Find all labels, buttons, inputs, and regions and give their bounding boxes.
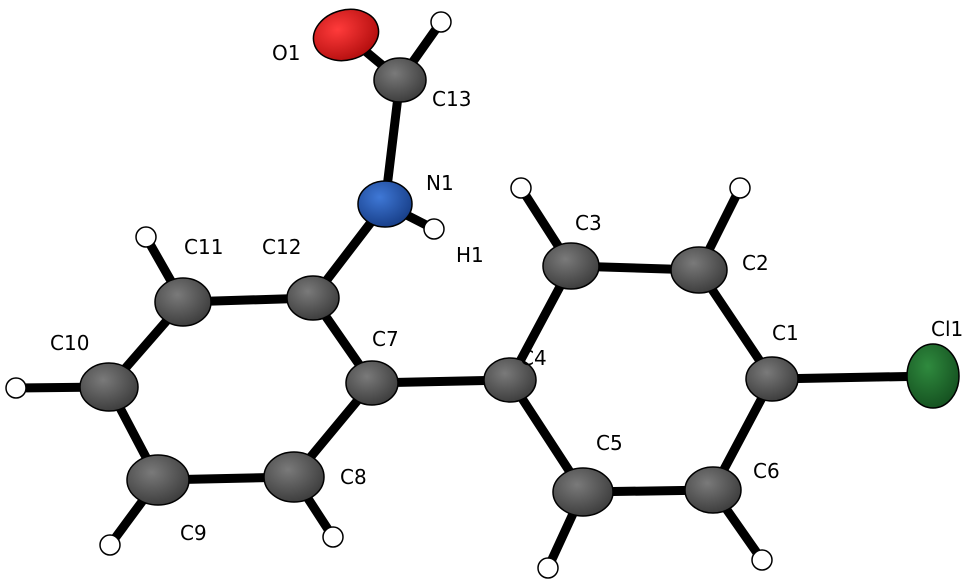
atom-C13 — [373, 57, 427, 103]
atom-H-C2 — [729, 177, 751, 199]
atom-C10 — [79, 362, 139, 412]
atom-C8 — [263, 451, 325, 503]
label-Cl1: Cl1 — [931, 317, 963, 341]
atom-H-C5 — [537, 557, 559, 579]
label-C9: C9 — [180, 521, 207, 545]
atom-labels: O1 C13 N1 H1 C12 C11 C10 C9 C8 C7 C4 C3 … — [50, 41, 963, 545]
label-C8: C8 — [340, 465, 367, 489]
label-C7: C7 — [372, 327, 399, 351]
atom-C9 — [126, 454, 190, 506]
atom-C7 — [345, 360, 399, 406]
atom-H-C10 — [5, 377, 27, 399]
heavy-atoms — [79, 8, 960, 517]
hydrogen-atoms — [5, 11, 773, 579]
atom-H1 — [423, 218, 445, 240]
atom-H-C13 — [430, 11, 452, 33]
atom-C2 — [670, 246, 728, 294]
label-H1: H1 — [456, 243, 484, 267]
label-C3: C3 — [575, 211, 602, 235]
atom-H-C11 — [135, 226, 157, 248]
label-C11: C11 — [184, 235, 223, 259]
label-C1: C1 — [772, 321, 799, 345]
atom-C12 — [286, 275, 340, 321]
atom-H-C8 — [322, 526, 344, 548]
atom-C3 — [542, 242, 600, 290]
label-C13: C13 — [432, 87, 471, 111]
label-C10: C10 — [50, 331, 89, 355]
atom-C11 — [154, 277, 212, 327]
label-C12: C12 — [262, 235, 301, 259]
atom-H-C6 — [751, 549, 773, 571]
atom-C1 — [745, 356, 799, 402]
label-N1: N1 — [426, 171, 454, 195]
atom-O1 — [312, 8, 380, 62]
label-C6: C6 — [753, 459, 780, 483]
atom-C5 — [552, 467, 614, 517]
atom-N1 — [357, 180, 413, 228]
atom-C6 — [684, 466, 742, 514]
label-C5: C5 — [596, 431, 623, 455]
bond-C1-Cl1 — [767, 371, 938, 384]
atom-H-C9 — [99, 534, 121, 556]
label-C4: C4 — [520, 346, 547, 370]
atom-C4 — [483, 357, 537, 403]
atom-Cl1 — [906, 343, 960, 409]
label-C2: C2 — [742, 251, 769, 275]
atom-H-C3 — [510, 177, 532, 199]
label-O1: O1 — [272, 41, 300, 65]
